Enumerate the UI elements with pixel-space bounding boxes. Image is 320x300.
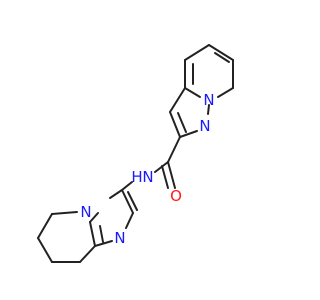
bond <box>167 161 176 189</box>
bond <box>51 211 78 215</box>
bond <box>214 52 230 63</box>
bond <box>184 87 201 98</box>
bond-layer <box>37 44 234 263</box>
bond <box>127 191 138 211</box>
atom-label: H <box>131 168 142 186</box>
bond <box>208 44 234 61</box>
bond <box>121 189 134 214</box>
bond <box>89 221 96 247</box>
bond <box>169 87 186 113</box>
atom-label: N <box>199 117 210 135</box>
atom-label: O <box>170 187 182 205</box>
atom-nh-amide: N H <box>131 168 153 186</box>
bond <box>177 112 187 133</box>
atom-n-pyrazole-bridge: N <box>203 91 214 109</box>
atom-n-imidazole-1: N <box>114 229 125 247</box>
atom-label: N <box>80 203 91 221</box>
bond <box>79 245 96 263</box>
atom-label: N <box>203 91 214 109</box>
bond <box>184 44 210 61</box>
bond <box>161 165 169 189</box>
bond <box>167 136 181 163</box>
bond <box>169 111 181 138</box>
atom-n-pyrazole-2: N <box>199 117 210 135</box>
atom-n-imidazole-bridge: N <box>80 203 91 221</box>
bond <box>94 240 113 247</box>
bond <box>109 189 123 199</box>
bond <box>37 213 53 239</box>
bond <box>121 181 133 191</box>
bond <box>37 237 53 263</box>
atom-layer: N N N H O N N <box>80 91 214 247</box>
bond <box>207 104 210 115</box>
bond <box>89 212 99 223</box>
molecule-structure: N N N H O N N <box>37 44 234 263</box>
bond <box>99 225 104 243</box>
bond <box>154 161 169 173</box>
bond <box>217 87 234 98</box>
atom-o-carbonyl: O <box>170 187 182 205</box>
atom-label: N <box>142 168 153 186</box>
atom-label: N <box>114 229 125 247</box>
bond <box>179 130 198 138</box>
bond <box>125 212 134 229</box>
